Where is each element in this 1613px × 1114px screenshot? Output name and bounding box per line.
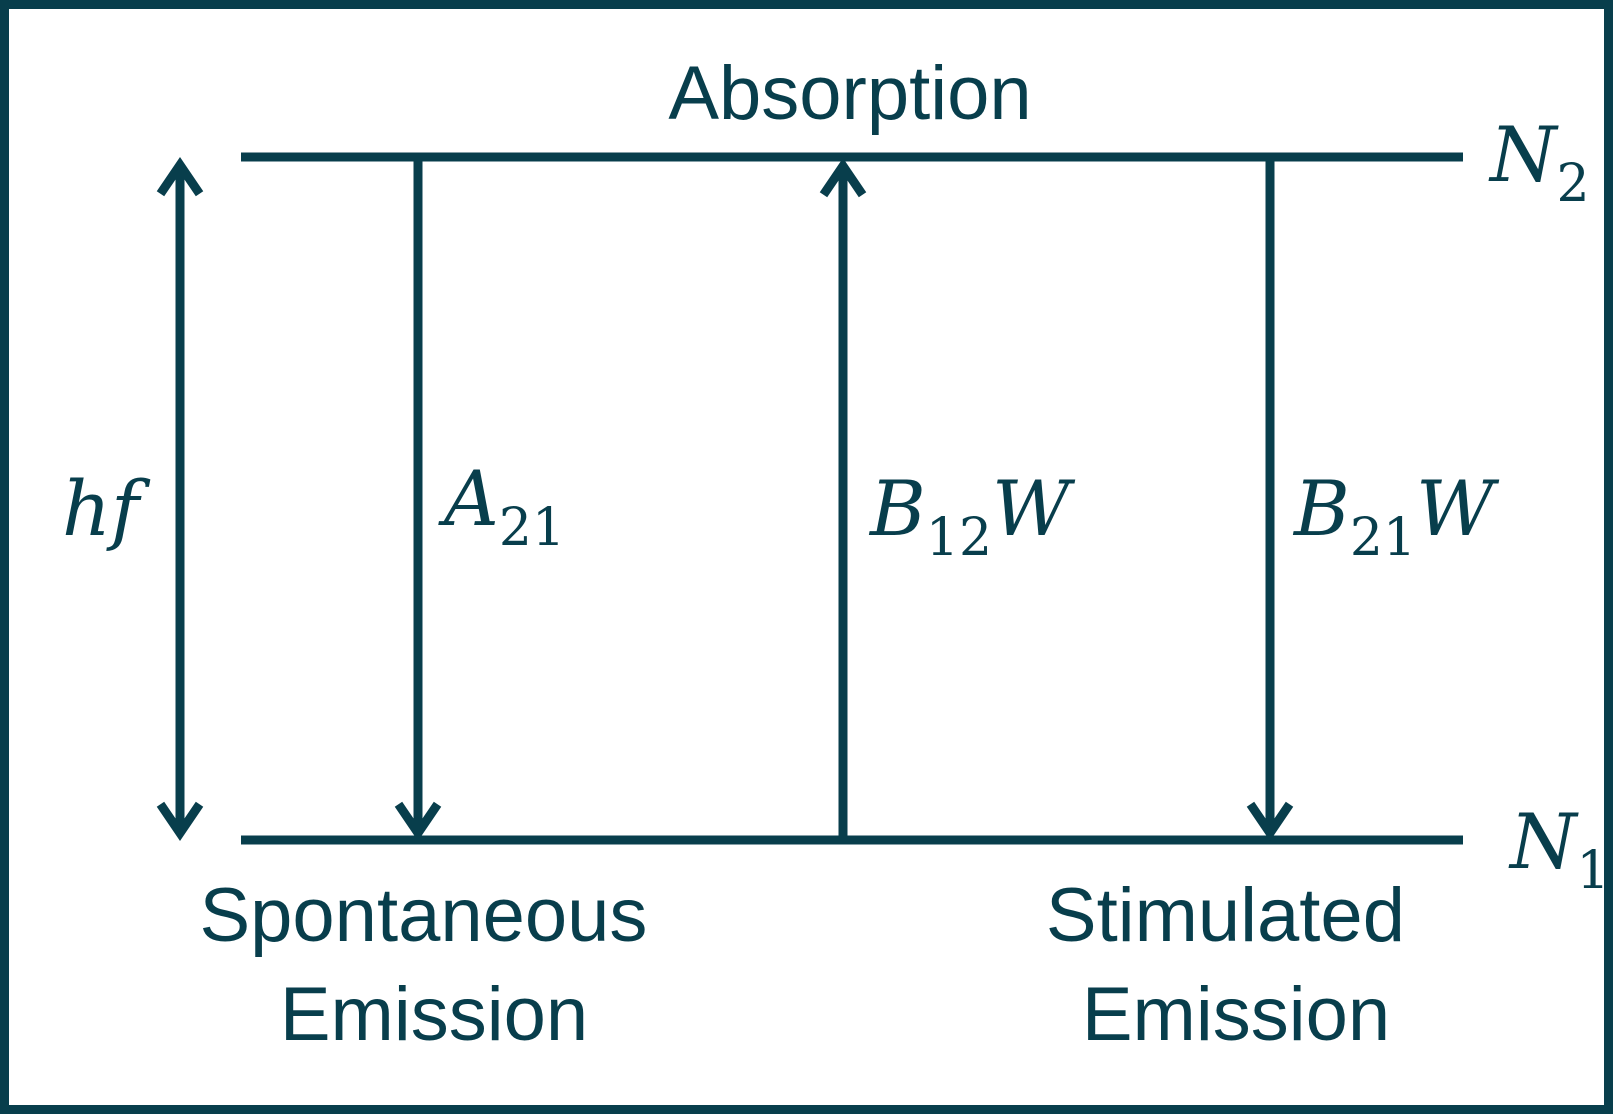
energy-gap-arrowhead-up [156,156,204,197]
spontaneous-emission-arrow [394,157,442,842]
stimulated-coefficient-suffix: W [1416,464,1500,553]
stimulated-coefficient-subscript: 21 [1350,508,1416,568]
stimulated-coefficient-label: B21W [1292,464,1500,568]
spontaneous-coefficient-symbol: A [438,454,499,543]
stimulated-label-line1: Stimulated [1046,873,1405,958]
stimulated-emission-label: Stimulated Emission [1046,873,1426,1057]
lower-level-label: N1 [1508,797,1610,901]
absorption-arrowhead [819,157,867,198]
absorption-coefficient-label: B12W [868,464,1076,568]
absorption-arrow [819,157,867,840]
energy-gap-arrow [156,156,204,842]
upper-level-label: N2 [1488,110,1590,214]
spontaneous-label-line1: Spontaneous [199,873,647,958]
spontaneous-coefficient-subscript: 21 [499,498,565,558]
lower-level-subscript: 1 [1577,841,1610,901]
absorption-label: Absorption [668,51,1031,136]
absorption-coefficient-symbol: B [868,464,926,553]
lower-level-symbol: N [1508,797,1579,886]
stimulated-label-line2: Emission [1082,972,1390,1057]
energy-gap-arrowhead-down [156,801,204,842]
stimulated-coefficient-symbol: B [1292,464,1350,553]
spontaneous-coefficient-label: A21 [438,454,565,558]
upper-level-symbol: N [1488,110,1559,199]
spontaneous-emission-label: Spontaneous Emission [199,873,668,1057]
stimulated-emission-arrow [1246,157,1294,842]
absorption-coefficient-suffix: W [992,464,1076,553]
spontaneous-emission-arrowhead [394,801,442,842]
absorption-coefficient-subscript: 12 [926,508,992,568]
energy-gap-label: hf [62,464,151,553]
spontaneous-label-line2: Emission [280,972,588,1057]
stimulated-emission-arrowhead [1246,801,1294,842]
upper-level-subscript: 2 [1557,154,1590,214]
